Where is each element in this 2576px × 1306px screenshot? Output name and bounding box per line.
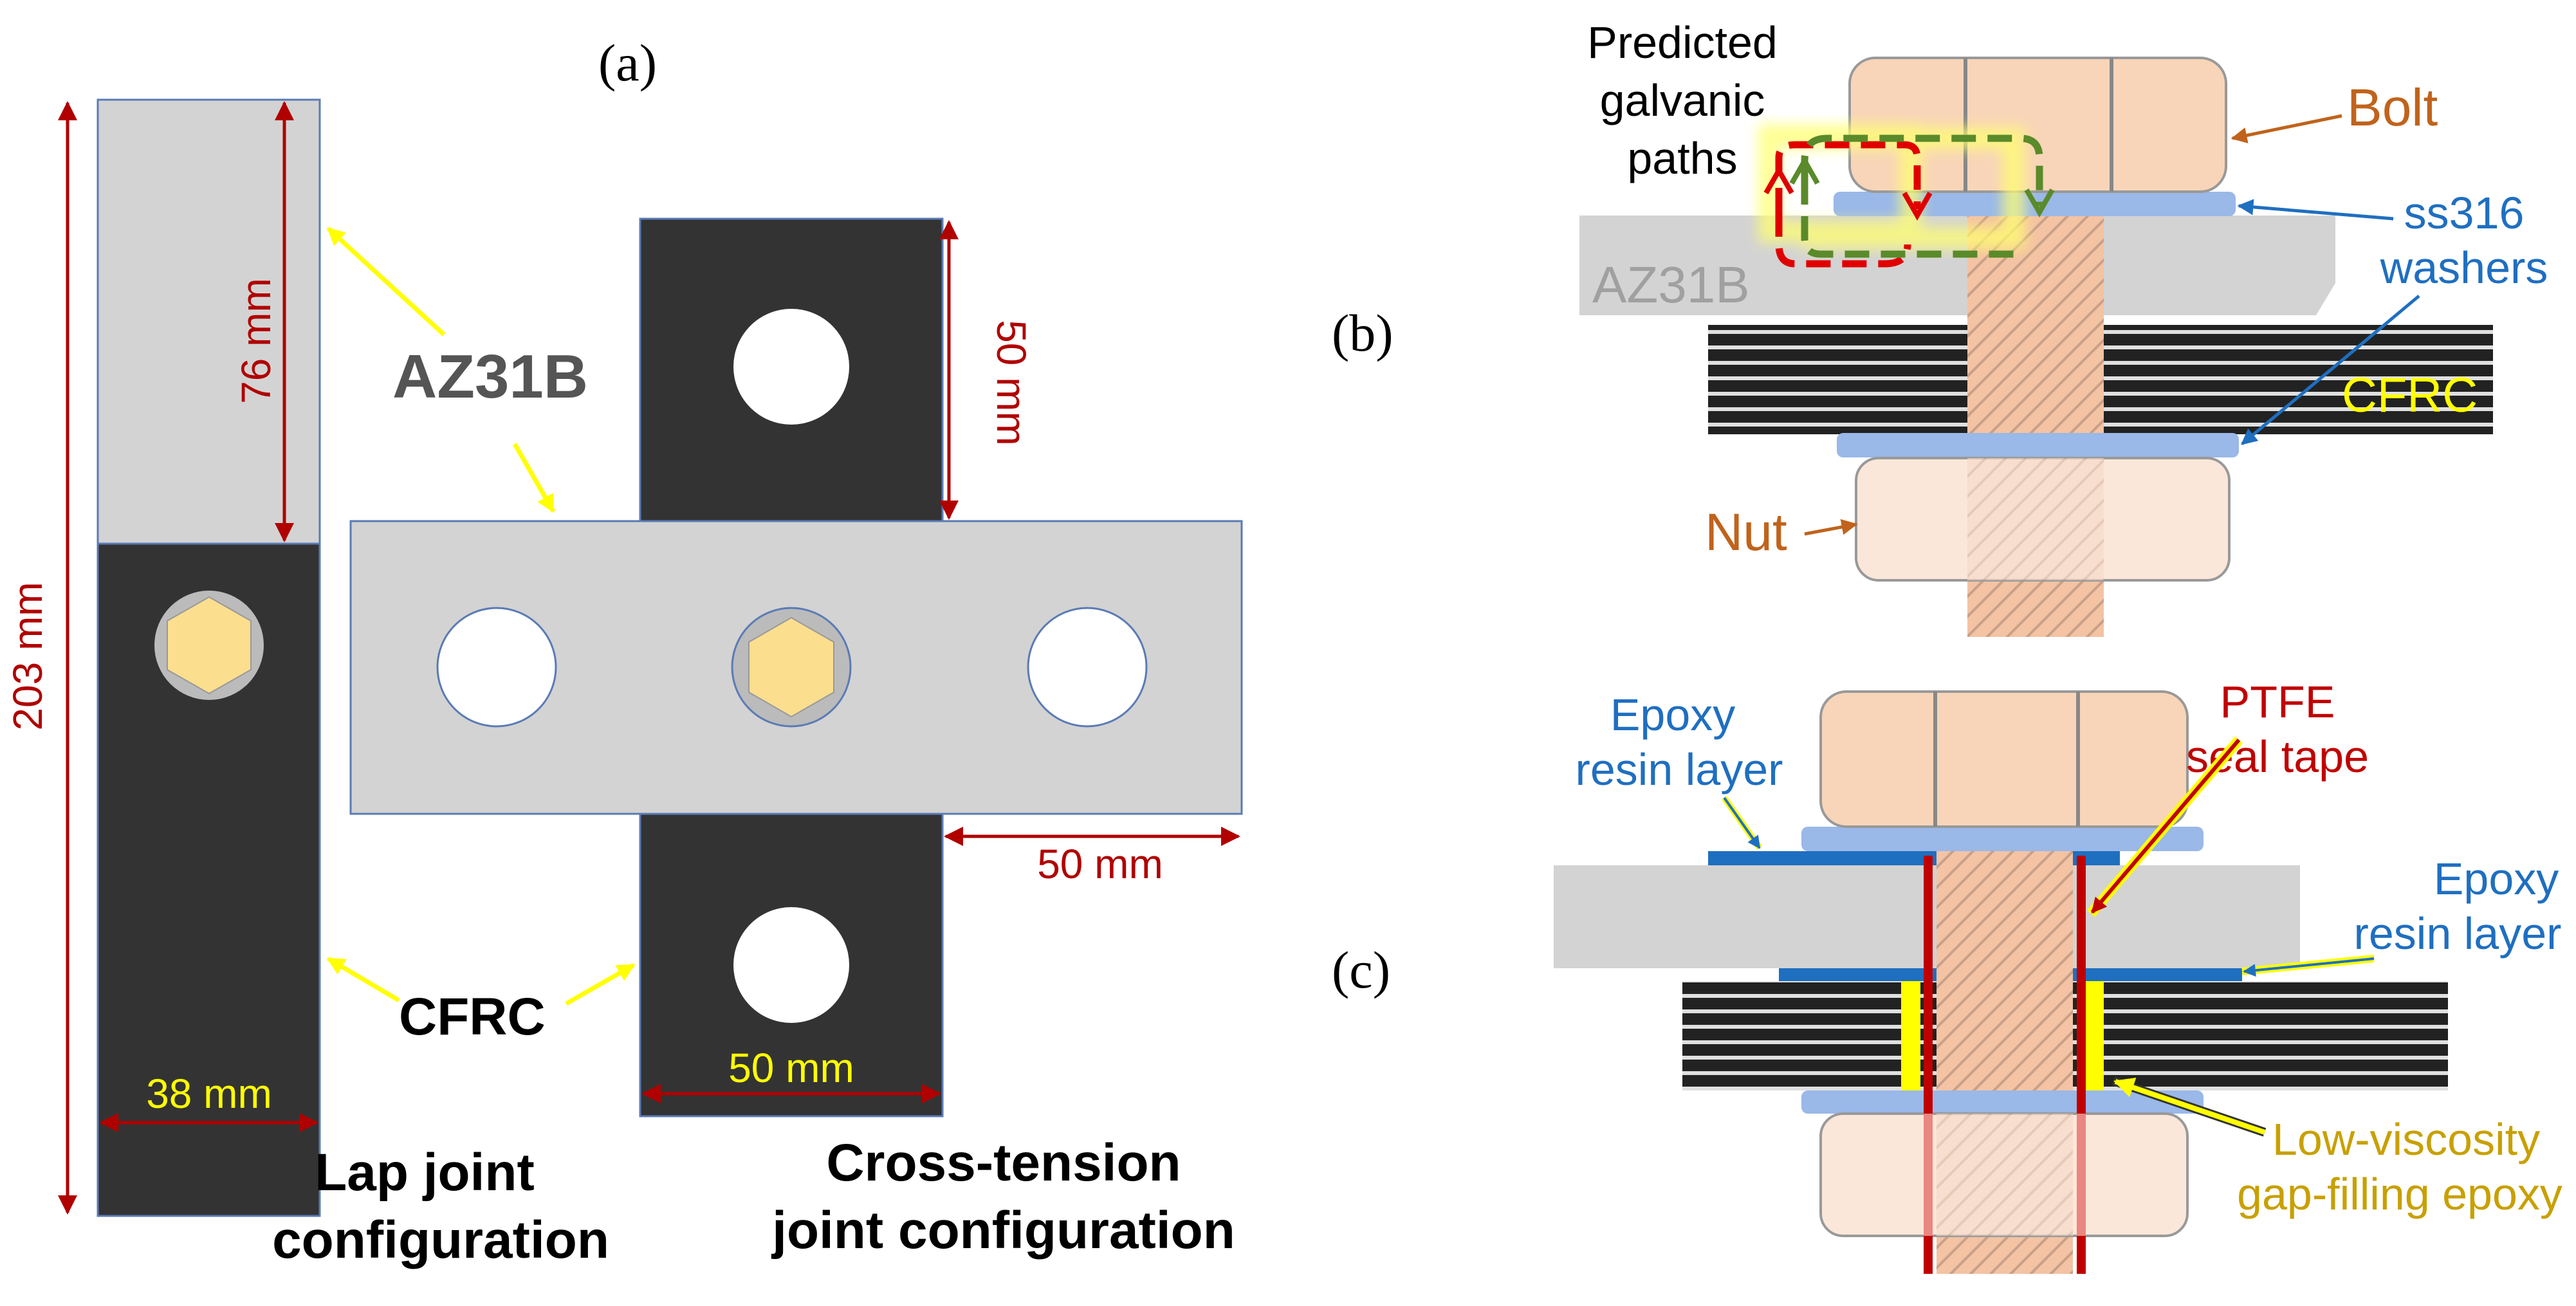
b-bolt-label: Bolt [2347,78,2438,137]
b-nut-shank-overlay [1967,458,2104,580]
cross-cfrc-top-hole [733,309,849,425]
cross-bolt-hex [748,616,834,718]
b-galvanic-label-line2: galvanic [1600,75,1765,125]
cfrc-leader-cross [565,962,636,1006]
cross-az31b-right-hole [1027,607,1148,728]
c-lowvisc-line2: gap-filling epoxy [2237,1169,2562,1219]
panel-c: (c) Epoxy resin layer PTFE [1332,677,2562,1274]
c-nut-shank-overlay [1937,1114,2073,1236]
dim-76-label: 76 mm [233,278,279,404]
b-galvanic-path-green [1801,134,2043,258]
c-washer-top [1801,827,2203,851]
dim-38-label: 38 mm [146,1071,272,1117]
b-washers-label-line1: ss316 [2404,188,2525,238]
lap-caption-line2: configuration [272,1211,609,1269]
b-nut-leader [1804,519,1858,536]
b-galvanic-arrow-green-down [2024,189,2055,218]
c-ptfe-tape-left-nut [1924,1114,1933,1236]
b-bolt-leader [2231,114,2342,143]
c-epoxy-left-leader-inner [1723,796,1761,849]
b-washers-leader-top [2237,199,2394,221]
c-epoxy-left-line2: resin layer [1576,744,1783,795]
b-washers-label-line2: washers [2380,243,2548,293]
dim-50-bottom-label: 50 mm [728,1045,854,1091]
b-galvanic-arrow-red-up [1763,165,1794,194]
c-lowvisc-line1: Low-viscosity [2272,1114,2540,1164]
c-ptfe-line1: PTFE [2220,677,2335,727]
c-epoxy-left-line1: Epoxy [1610,690,1736,740]
lap-caption-line1: Lap joint [315,1143,535,1202]
az31b-leader-lap [326,226,446,336]
cross-caption-line2: joint configuration [771,1201,1235,1260]
cross-az31b-left-hole [436,607,557,728]
az31b-leader-cross [512,443,556,513]
panel-a-label: (a) [598,33,657,92]
c-gap-epoxy-right [2084,981,2104,1090]
c-ptfe-tape-right-nut [2077,1114,2086,1236]
b-cfrc-label: CFRC [2342,368,2478,423]
c-washer-bottom [1801,1090,2203,1114]
az31b-label: AZ31B [392,342,588,411]
c-epoxy-right-leader [2243,957,2375,977]
lap-az31b-strip [97,98,321,545]
b-washers-leader-bottom [2241,295,2420,445]
b-galvanic-label-line3: paths [1627,133,1737,183]
b-washer-bottom [1837,433,2239,457]
panel-c-label: (c) [1332,941,1390,999]
b-galvanic-path-red [1775,141,1921,268]
c-ptfe-leader [2090,739,2241,914]
cfrc-label: CFRC [399,988,546,1046]
b-galvanic-arrow-red-down [1902,192,1933,221]
c-bolt-head [1819,690,2189,828]
panel-b: (b) AZ31B CFRC Predicted galvanic paths … [1332,17,2548,637]
lap-bolt-hex [167,596,252,695]
cross-cfrc-bottom-hole [733,907,849,1023]
dim-50-vertical-label: 50 mm [988,320,1035,446]
cross-caption-line1: Cross-tension [826,1134,1181,1192]
b-galvanic-arrow-green-up [1789,155,1820,185]
dim-203-label: 203 mm [5,582,51,730]
cfrc-leader-lap [326,956,400,1003]
b-galvanic-label-line1: Predicted [1587,17,1778,68]
panel-a: (a) 203 mm 76 mm 38 mm 50 mm 50 mm 50 mm [5,33,1243,1269]
b-az31b-label: AZ31B [1592,256,1750,313]
b-nut-label: Nut [1705,503,1787,562]
dim-50-horizontal-label: 50 mm [1037,841,1163,887]
c-epoxy-right-line2: resin layer [2354,908,2562,959]
panel-b-label: (b) [1332,304,1394,362]
c-lowvisc-leader [2113,1078,2266,1135]
c-gap-epoxy-left [1901,981,1920,1090]
c-epoxy-right-line1: Epoxy [2434,854,2559,904]
